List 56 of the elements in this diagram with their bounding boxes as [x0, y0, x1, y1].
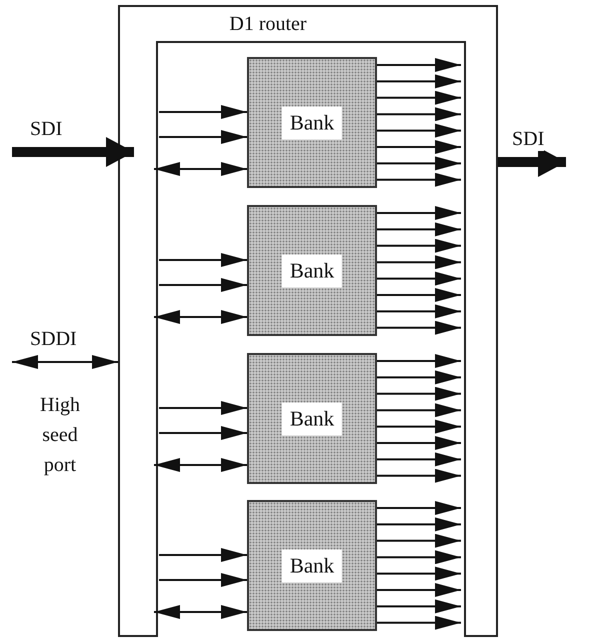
arrow — [377, 238, 461, 253]
double-arrow — [154, 310, 247, 324]
arrow — [377, 156, 461, 170]
arrow — [377, 255, 461, 270]
double-arrow — [154, 605, 247, 619]
arrow — [377, 468, 461, 483]
arrow — [377, 222, 461, 236]
router-title: D1 router — [228, 13, 308, 36]
double-arrow — [154, 162, 247, 176]
arrow — [377, 583, 461, 597]
arrow — [377, 206, 461, 220]
arrow — [377, 386, 461, 401]
arrow — [377, 90, 461, 105]
bank-box — [247, 353, 377, 484]
double-arrow — [154, 458, 247, 472]
port-label: High seed port — [39, 393, 81, 478]
arrow — [377, 58, 461, 72]
arrow — [377, 172, 461, 187]
arrow — [377, 436, 461, 450]
bank-box — [247, 500, 377, 631]
arrow — [377, 501, 461, 515]
double-arrow — [12, 355, 118, 369]
arrow — [377, 124, 461, 138]
arrow — [159, 278, 247, 292]
arrow — [377, 74, 461, 88]
arrow — [377, 452, 461, 466]
arrow — [377, 320, 461, 335]
arrow — [12, 137, 134, 167]
arrow — [159, 105, 247, 119]
bank-label: Bank — [282, 549, 342, 582]
arrow — [377, 616, 461, 630]
arrow — [377, 566, 461, 581]
arrow — [377, 534, 461, 548]
bank-label: Bank — [282, 254, 342, 287]
arrow — [159, 130, 247, 144]
arrow — [377, 304, 461, 318]
bank-box — [247, 205, 377, 336]
arrow — [159, 253, 247, 267]
arrow — [377, 272, 461, 286]
arrow — [377, 550, 461, 564]
arrow — [377, 403, 461, 418]
bank-label: Bank — [282, 106, 342, 139]
bank-box — [247, 57, 377, 188]
bank-label: Bank — [282, 402, 342, 435]
arrow — [159, 573, 247, 587]
arrow — [377, 370, 461, 384]
arrow — [159, 426, 247, 440]
arrow — [159, 401, 247, 415]
arrow — [377, 420, 461, 434]
arrow — [377, 288, 461, 302]
arrow — [159, 548, 247, 562]
arrow — [377, 107, 461, 122]
arrow — [377, 599, 461, 614]
arrow — [377, 517, 461, 532]
arrow — [377, 140, 461, 154]
arrow — [377, 354, 461, 368]
